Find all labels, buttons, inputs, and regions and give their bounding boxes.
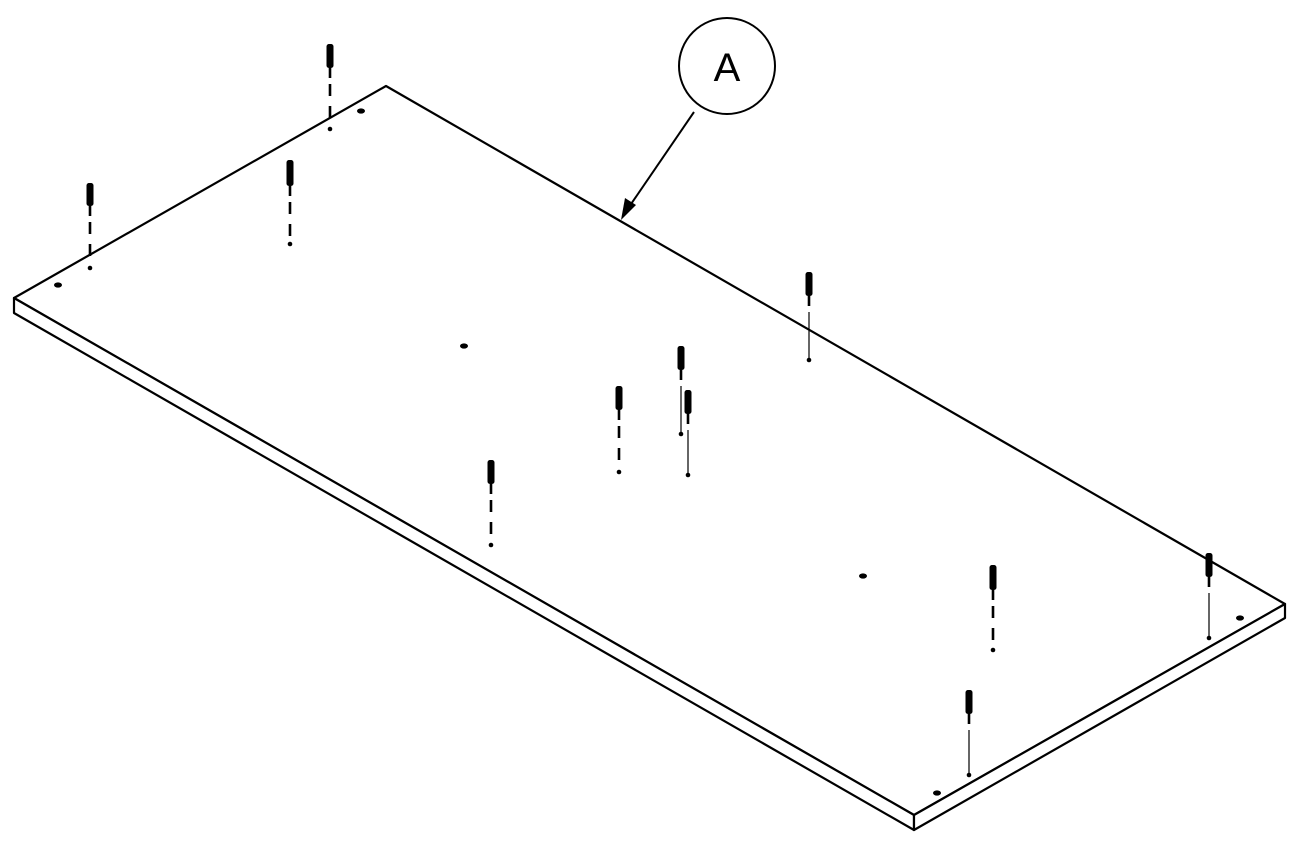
hole: [357, 108, 365, 114]
screw-head: [684, 390, 692, 414]
screw-tip: [806, 357, 812, 363]
screw-tip: [966, 772, 972, 778]
screw: [677, 346, 685, 437]
hole: [54, 282, 62, 288]
screw-head: [989, 565, 997, 590]
screw-head: [677, 346, 685, 370]
screw-head: [965, 690, 973, 714]
screw: [684, 390, 692, 478]
screw-tip: [327, 126, 333, 132]
screw-tip: [488, 542, 494, 548]
screw: [487, 460, 495, 548]
hole: [1236, 615, 1244, 621]
screw: [805, 272, 813, 363]
screw-tip: [678, 431, 684, 437]
callout-label: A: [714, 46, 741, 90]
screw-tip: [1206, 635, 1212, 641]
screws-group: [86, 44, 1213, 778]
callout-a: A: [621, 17, 776, 220]
screw: [326, 44, 334, 132]
hole: [859, 573, 867, 579]
screw-head: [1205, 553, 1213, 577]
screw-tip: [685, 472, 691, 478]
panel-right-side-face: [912, 602, 1287, 832]
screw-head: [326, 44, 334, 68]
screw: [1205, 553, 1213, 641]
callout-circle: [678, 17, 776, 115]
screw: [615, 386, 623, 475]
screw: [965, 690, 973, 778]
callout-arrowhead: [621, 198, 636, 220]
panel-top-face: [12, 84, 1287, 817]
screw: [86, 183, 94, 271]
screw: [989, 565, 997, 653]
screw-head: [86, 183, 94, 206]
callout-leader-line: [628, 111, 695, 208]
screw-head: [286, 160, 294, 186]
panel-holes: [54, 108, 1244, 796]
hole: [933, 790, 941, 796]
hole: [460, 343, 468, 349]
screw-head: [615, 386, 623, 410]
screw-tip: [287, 241, 293, 247]
screw: [286, 160, 294, 247]
screw-head: [805, 272, 813, 296]
screw-tip: [87, 265, 93, 271]
screw-head: [487, 460, 495, 484]
screw-tip: [616, 469, 622, 475]
screw-tip: [990, 647, 996, 653]
